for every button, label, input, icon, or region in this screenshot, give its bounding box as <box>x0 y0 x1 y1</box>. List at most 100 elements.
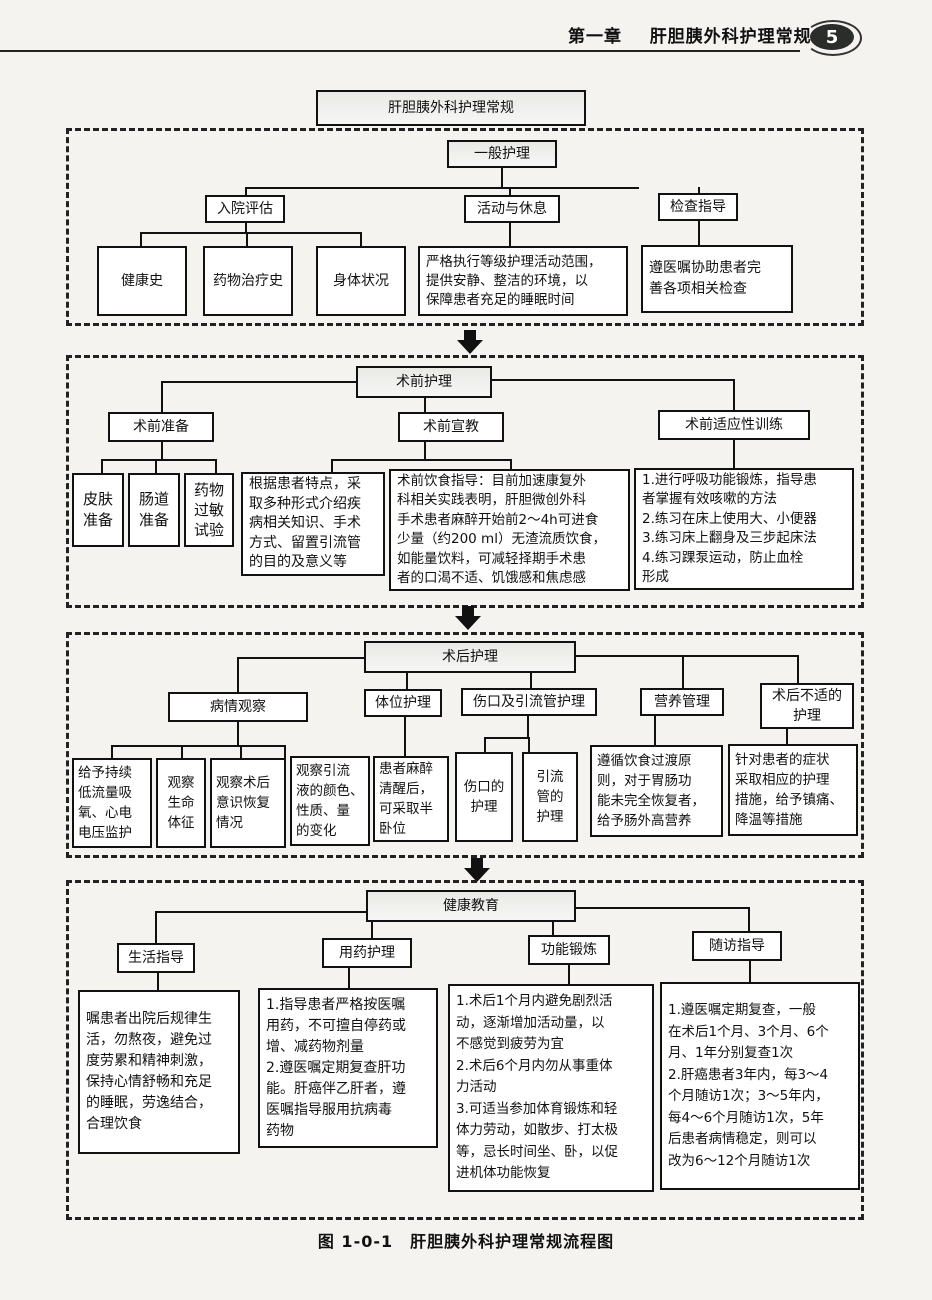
connector <box>111 745 113 759</box>
connector <box>484 737 486 759</box>
connector <box>181 745 183 759</box>
node-health-education: 健康教育 <box>366 890 576 922</box>
page-badge-ring <box>804 20 862 56</box>
chapter-title: 肝胆胰外科护理常规 <box>649 27 812 47</box>
connector <box>733 440 735 470</box>
text-preop-disease-info: 根据患者特点，采 取多种形式介绍疾 病相关知识、手术 方式、留置引流管 的目的及… <box>241 472 385 576</box>
connector <box>331 459 333 475</box>
node-exam-guidance: 检查指导 <box>658 193 738 221</box>
connector <box>245 187 247 197</box>
leaf-wound-care: 伤口的 护理 <box>455 752 513 842</box>
connector <box>111 745 286 747</box>
connector <box>161 442 163 460</box>
connector <box>284 745 286 759</box>
connector <box>501 168 503 188</box>
connector <box>406 673 408 689</box>
connector <box>491 379 734 381</box>
text-nutrition: 遵循饮食过渡原 则，对于胃肠功 能未完全恢复者， 给予肠外高营养 <box>590 745 723 837</box>
connector <box>140 232 142 248</box>
leaf-vital-signs: 观察 生命 体征 <box>156 758 206 848</box>
connector <box>237 657 239 693</box>
connector <box>424 442 426 460</box>
connector <box>575 655 799 657</box>
connector <box>157 973 159 991</box>
node-admission-assessment: 入院评估 <box>205 195 285 223</box>
node-nutrition: 营养管理 <box>640 688 724 716</box>
connector <box>748 907 750 933</box>
connector <box>568 965 570 985</box>
node-wound-drain-care: 伤口及引流管护理 <box>461 688 597 716</box>
connector <box>371 922 373 940</box>
connector <box>786 729 788 745</box>
connector <box>510 459 512 475</box>
connector <box>246 232 248 248</box>
connector <box>155 911 157 943</box>
section-postop-frame <box>66 632 864 858</box>
leaf-skin-prep: 皮肤 准备 <box>72 473 124 547</box>
connector <box>654 716 656 746</box>
leaf-drain-care: 引流 管的 护理 <box>522 752 578 842</box>
node-function-exercise: 功能锻炼 <box>528 935 610 965</box>
section-education-frame <box>66 880 864 1220</box>
node-preop-education: 术前宣教 <box>398 412 504 442</box>
text-activity-rest: 严格执行等级护理活动范围， 提供安静、整洁的环境，以 保障患者充足的睡眠时间 <box>418 246 628 316</box>
text-medication-care: 1.指导患者严格按医嘱 用药，不可擅自停药或 增、减药物剂量 2.遵医嘱定期复查… <box>258 988 438 1148</box>
node-postop-care: 术后护理 <box>364 641 576 673</box>
text-exam-guidance: 遵医嘱协助患者完 善各项相关检查 <box>641 245 793 313</box>
header-rule <box>0 50 800 52</box>
text-preop-training: 1.进行呼吸功能锻炼，指导患 者掌握有效咳嗽的方法 2.练习在床上使用大、小便器… <box>634 468 854 590</box>
connector <box>360 232 362 248</box>
connector <box>140 232 362 234</box>
node-discomfort-care: 术后不适的 护理 <box>760 683 854 729</box>
node-condition-observation: 病情观察 <box>168 692 308 722</box>
leaf-medication-history: 药物治疗史 <box>203 246 293 316</box>
connector <box>240 745 242 759</box>
figure-caption: 图 1-0-1 肝胆胰外科护理常规流程图 <box>317 1232 615 1251</box>
text-position-care: 患者麻醉 清醒后， 可采取半 卧位 <box>373 756 449 842</box>
node-life-guidance: 生活指导 <box>117 943 195 973</box>
node-position-care: 体位护理 <box>364 689 442 717</box>
leaf-physical-status: 身体状况 <box>316 246 406 316</box>
connector <box>552 922 554 936</box>
connector <box>797 655 799 685</box>
connector <box>161 381 357 383</box>
connector <box>528 737 530 759</box>
text-function-exercise: 1.术后1个月内避免剧烈活 动，逐渐增加活动量，以 不感觉到疲劳为宜 2.术后6… <box>448 984 654 1192</box>
node-activity-rest: 活动与休息 <box>464 195 560 223</box>
connector <box>161 381 163 413</box>
connector <box>155 459 157 475</box>
node-general-care: 一般护理 <box>447 140 557 168</box>
leaf-health-history: 健康史 <box>97 246 187 316</box>
connector <box>575 907 750 909</box>
connector <box>404 717 406 757</box>
leaf-allergy-test: 药物 过敏 试验 <box>184 473 234 547</box>
leaf-consciousness: 观察术后 意识恢复 情况 <box>210 758 286 848</box>
connector <box>698 221 700 246</box>
text-discomfort-care: 针对患者的症状 采取相应的护理 措施，给予镇痛、 降温等措施 <box>728 744 858 836</box>
text-life-guidance: 嘱患者出院后规律生 活，勿熬夜，避免过 度劳累和精神刺激， 保持心情舒畅和充足 … <box>78 990 240 1154</box>
text-preop-diet: 术前饮食指导：目前加速康复外 科相关实践表明，肝胆微创外科 手术患者麻醉开始前2… <box>389 469 630 591</box>
chapter-number: 第一章 <box>568 27 622 47</box>
node-preop-care: 术前护理 <box>356 366 492 398</box>
node-preop-training: 术前适应性训练 <box>658 410 810 440</box>
root-node: 肝胆胰外科护理常规 <box>316 90 586 126</box>
connector <box>237 722 239 746</box>
connector <box>509 223 511 248</box>
running-header: 第一章 肝胆胰外科护理常规 <box>568 22 812 47</box>
leaf-drainage-observation: 观察引流 液的颜色、 性质、量 的变化 <box>290 756 370 846</box>
connector <box>348 968 350 988</box>
connector <box>424 398 426 412</box>
connector <box>245 223 247 233</box>
connector <box>733 379 735 411</box>
connector <box>484 737 529 739</box>
leaf-bowel-prep: 肠道 准备 <box>128 473 180 547</box>
node-followup-guidance: 随访指导 <box>692 931 782 961</box>
connector <box>527 716 529 738</box>
text-followup-guidance: 1.遵医嘱定期复查，一般 在术后1个月、3个月、6个 月、1年分别复查1次 2.… <box>660 982 860 1190</box>
leaf-oxygen-ecg: 给予持续 低流量吸 氧、心电 电压监护 <box>72 758 152 848</box>
connector <box>237 657 365 659</box>
connector <box>155 911 367 913</box>
connector <box>749 961 751 983</box>
connector <box>245 187 639 189</box>
connector <box>101 459 217 461</box>
